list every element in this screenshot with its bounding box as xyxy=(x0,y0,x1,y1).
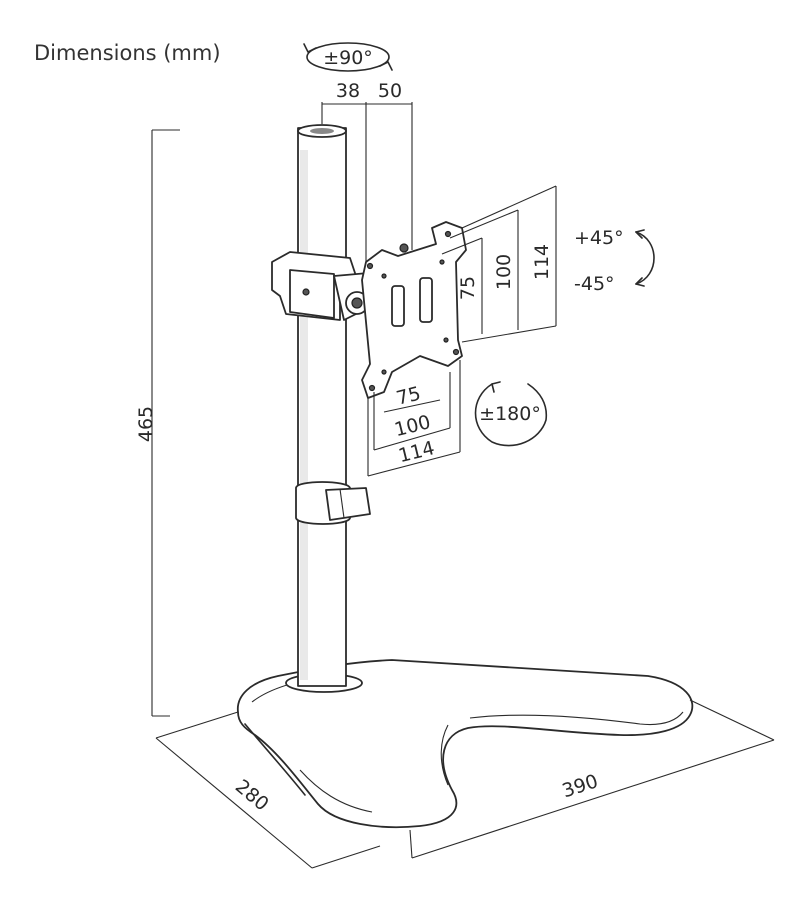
diagram-title: Dimensions (mm) xyxy=(34,41,221,65)
dim-vesa-h-75: 75 xyxy=(394,383,423,410)
dim-height: 465 xyxy=(135,406,157,442)
stand-pole xyxy=(297,124,347,687)
vesa-plate xyxy=(361,221,467,399)
swivel-arrow-icon xyxy=(306,42,390,72)
tilt-up-label: +45° xyxy=(574,227,624,249)
rotate-label: ±180° xyxy=(479,403,541,425)
stand-base xyxy=(237,659,694,829)
rotation-indicators xyxy=(303,42,655,447)
dim-arm-38: 38 xyxy=(336,80,360,102)
dim-base-depth: 280 xyxy=(231,775,273,815)
dim-vesa-v-100: 100 xyxy=(493,254,515,290)
dim-base-width: 390 xyxy=(560,770,601,802)
tilt-arrow-icon xyxy=(635,231,655,285)
cable-clip xyxy=(295,481,371,525)
dim-vesa-v-75: 75 xyxy=(457,276,479,300)
dim-vesa-v-114: 114 xyxy=(531,244,553,280)
dimension-lines xyxy=(151,102,775,869)
dim-arm-50: 50 xyxy=(378,80,402,102)
dim-vesa-h-100: 100 xyxy=(392,411,433,441)
tilt-down-label: -45° xyxy=(574,273,615,295)
rotate-arrow-icon xyxy=(474,383,548,447)
swivel-label: ±90° xyxy=(323,47,373,69)
